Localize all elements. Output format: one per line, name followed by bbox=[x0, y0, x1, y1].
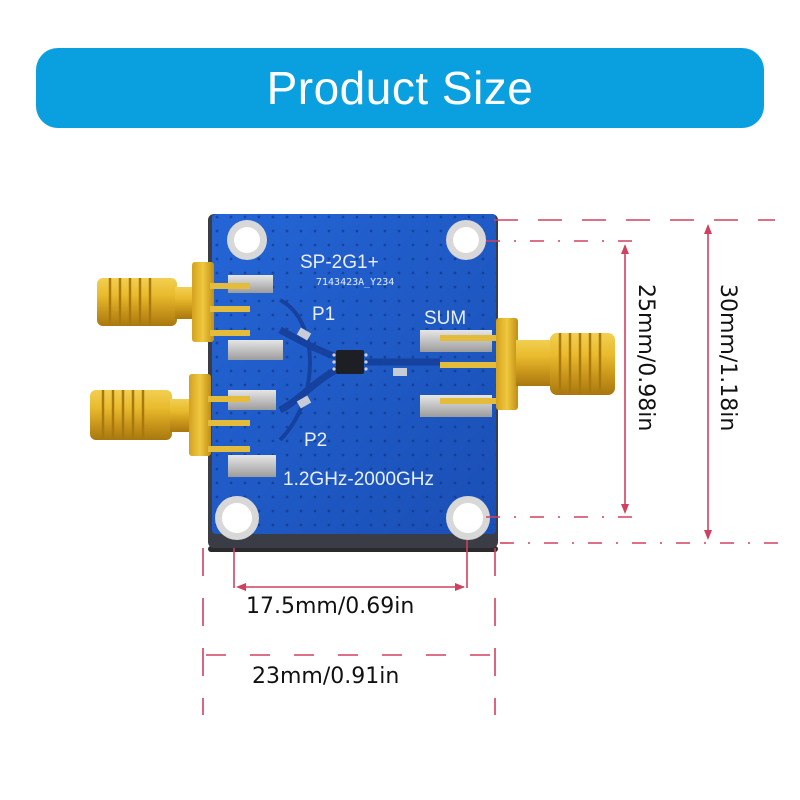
frequency-range-label: 1.2GHz-2000GHz bbox=[283, 469, 434, 490]
mounting-hole-bottom-left bbox=[215, 496, 259, 540]
sma-connector-p1 bbox=[97, 262, 250, 342]
board-model-label: SP-2G1+ bbox=[300, 252, 379, 273]
banner-title: Product Size bbox=[266, 62, 534, 114]
port-p2-label: P2 bbox=[304, 430, 327, 451]
port-sum-label: SUM bbox=[424, 308, 466, 329]
dimension-board-height-label: 30mm/1.18in bbox=[715, 284, 740, 432]
product-size-banner: Product Size bbox=[36, 48, 764, 128]
dimension-hole-width-label: 17.5mm/0.69in bbox=[246, 594, 415, 619]
pcb-board: SP-2G1+ 7143423A_Y234 P1 SUM P2 1.2GHz-2… bbox=[208, 214, 498, 552]
dimension-lines bbox=[202, 219, 790, 715]
mounting-hole-top-left bbox=[227, 220, 267, 260]
dimension-arrowheads bbox=[236, 224, 712, 591]
mounting-hole-top-right bbox=[446, 220, 486, 260]
smd-capacitor bbox=[393, 368, 407, 376]
mounting-hole-bottom-right bbox=[446, 496, 490, 540]
splitter-ic-chip bbox=[336, 350, 364, 374]
sma-connector-sum bbox=[440, 318, 615, 410]
dimension-hole-height-label: 25mm/0.98in bbox=[633, 284, 658, 432]
dimension-board-width-label: 23mm/0.91in bbox=[252, 664, 400, 689]
sma-connector-p2 bbox=[90, 374, 250, 456]
board-serial-label: 7143423A_Y234 bbox=[316, 277, 394, 288]
left-pads bbox=[228, 275, 283, 477]
port-p1-label: P1 bbox=[312, 304, 335, 325]
